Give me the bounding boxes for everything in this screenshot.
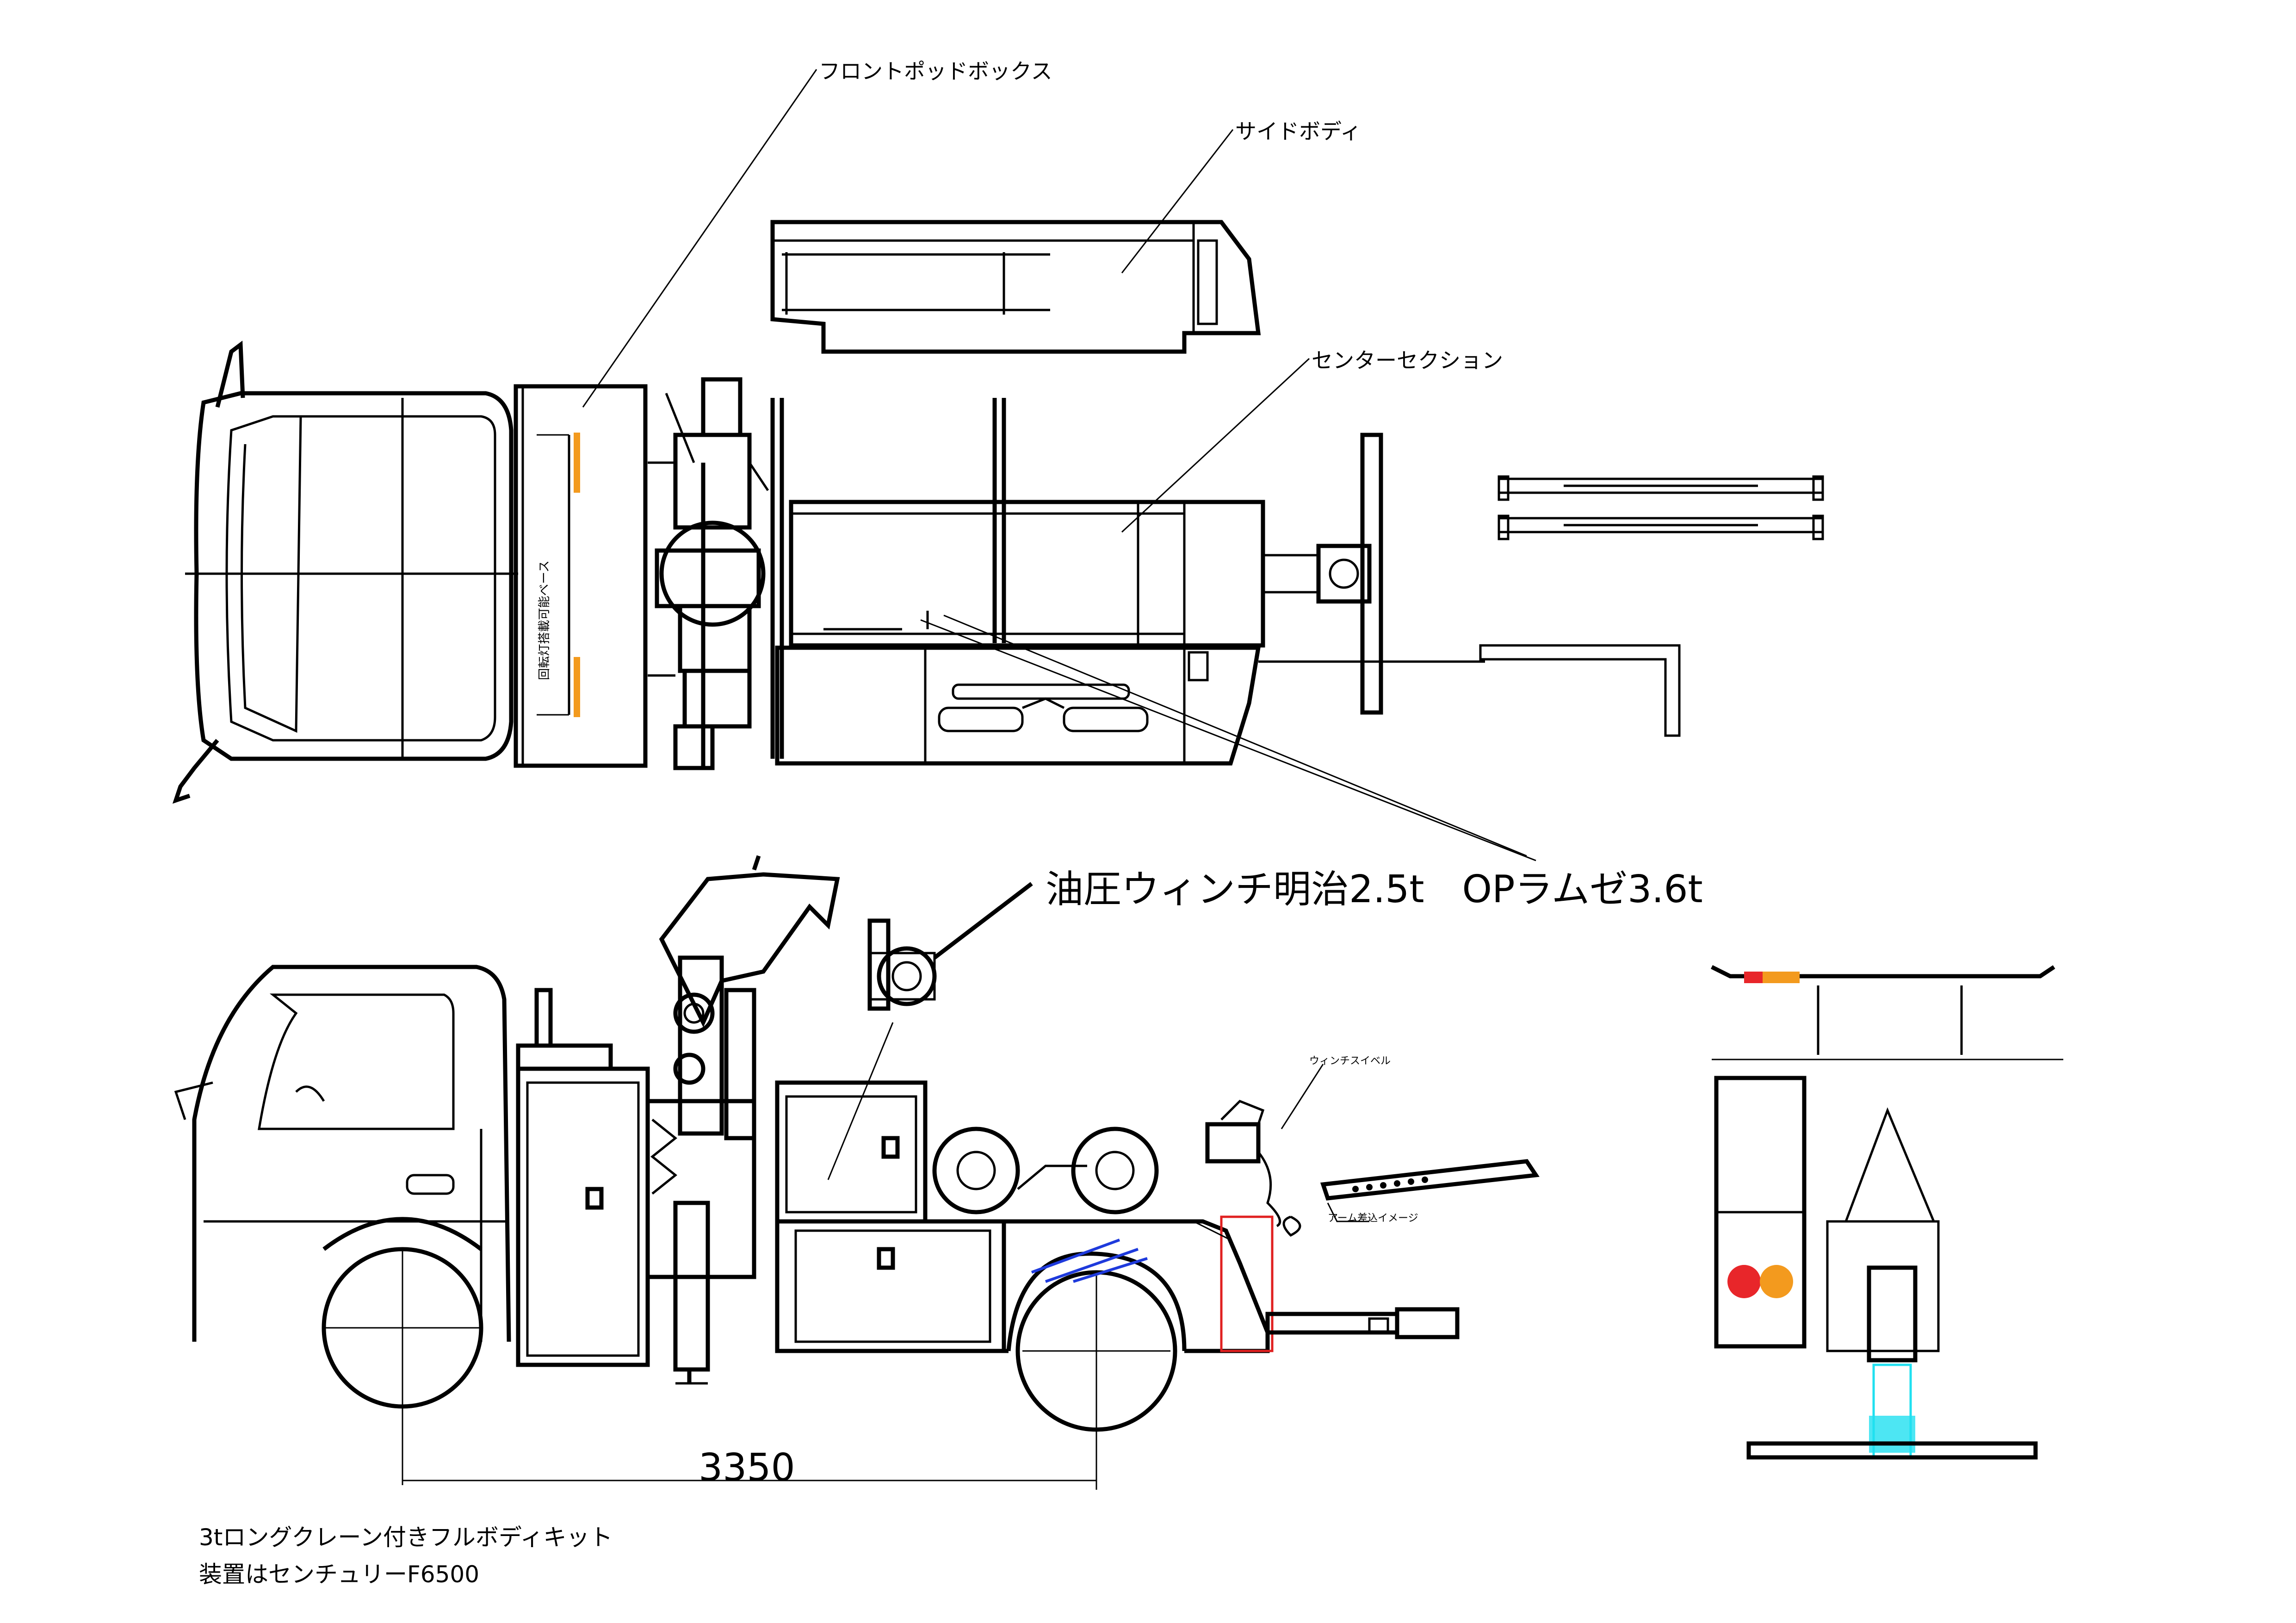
fork-bars xyxy=(1479,475,1824,737)
footer-line-1: 3tロングクレーン付きフルボディキット xyxy=(199,1524,613,1551)
rear-box-side xyxy=(775,1080,1009,1353)
winch-detail xyxy=(867,918,937,1011)
winch-swivel xyxy=(1205,1100,1301,1237)
front-pod-box-label: フロントポッドボックス xyxy=(819,59,1052,84)
cab-side xyxy=(174,965,511,1342)
wheelbase-dimension xyxy=(402,1402,1097,1485)
side-view xyxy=(174,855,1540,1490)
arm-insert-bar xyxy=(1320,1159,1540,1222)
lower-bed-top xyxy=(775,645,1261,766)
winch-swivel-label: ウィンチスイベル xyxy=(1309,1055,1391,1067)
side-body-label: サイドボディ xyxy=(1235,119,1362,144)
cyan-block xyxy=(1869,1416,1915,1453)
leader-lines xyxy=(582,69,1536,1180)
orange-lamp xyxy=(574,433,580,493)
spare-wheels xyxy=(932,1127,1159,1214)
center-section xyxy=(770,398,1265,759)
tail-lamp-red xyxy=(1727,1265,1761,1298)
winch-title: 油圧ウィンチ明治2.5t OPラムゼ3.6t xyxy=(1046,867,1703,911)
dimension-value: 3350 xyxy=(699,1446,795,1490)
footer-line-2: 装置はセンチュリーF6500 xyxy=(199,1561,479,1588)
rear-lamp-red xyxy=(1744,972,1763,983)
crane-top xyxy=(648,377,769,770)
red-highlight xyxy=(1220,1215,1274,1352)
orange-lamp xyxy=(574,657,580,717)
tail-lamp-orange xyxy=(1760,1265,1793,1298)
tow-arm-side xyxy=(1265,1307,1460,1339)
plan-view: 回転灯搭載可能ベース xyxy=(172,220,1824,804)
front-pod-box-side xyxy=(516,988,650,1367)
crane-side xyxy=(645,855,840,1385)
rotating-light-label: 回転灯搭載可能ベース xyxy=(538,560,551,680)
tow-arm-top xyxy=(1258,433,1485,715)
bed-side xyxy=(925,1215,1274,1490)
cab-top xyxy=(172,341,518,804)
side-body xyxy=(770,220,1261,354)
front-pod-box-top: 回転灯搭載可能ベース xyxy=(514,384,648,768)
arm-insert-label: アーム差込イメージ xyxy=(1328,1213,1418,1224)
rear-view xyxy=(1710,965,2063,1460)
center-section-label: センターセクション xyxy=(1312,348,1503,373)
